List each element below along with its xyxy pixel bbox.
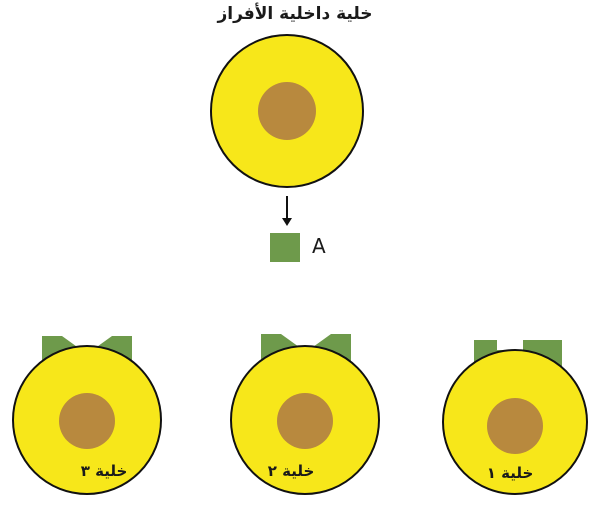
target-cell-2-label: خلية ٢: [267, 462, 315, 480]
endocrine-cell-nucleus: [258, 82, 316, 140]
signal-molecule-a: [270, 233, 300, 262]
signal-label: A: [312, 234, 326, 258]
endocrine-cell: [210, 34, 364, 188]
target-cell-3-label: خلية ٣: [80, 462, 128, 480]
secretion-arrow: [282, 196, 292, 226]
target-cell-1-nucleus: [487, 398, 543, 454]
target-cell-3-nucleus: [59, 393, 115, 449]
target-cell-1: [442, 340, 588, 495]
target-cell-2-nucleus: [277, 393, 333, 449]
endocrine-cell-label: خلية داخلية الأفراز: [217, 4, 373, 24]
target-cell-3: [12, 336, 162, 495]
target-cell-1-label: خلية ١: [486, 464, 534, 482]
target-cell-2: [230, 334, 380, 495]
